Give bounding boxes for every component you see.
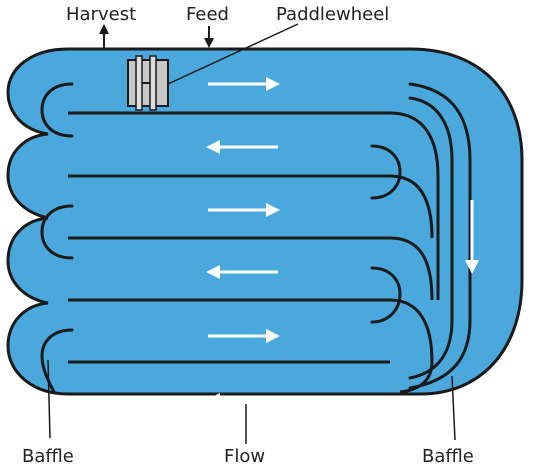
feed-arrow-icon <box>204 26 214 48</box>
right-inner-baffles <box>370 144 402 324</box>
baffle <box>370 144 402 200</box>
baffle-right-leader <box>451 375 456 441</box>
channel-dividers <box>68 111 440 394</box>
paddlewheel-leader <box>167 23 299 85</box>
flow-arrow-icon <box>208 77 280 91</box>
raceway-pond <box>6 47 524 396</box>
feed-label: Feed <box>186 4 229 25</box>
paddlewheel-icon <box>127 55 169 111</box>
flow-arrow-icon <box>208 203 280 217</box>
paddlewheel-label: Paddlewheel <box>276 4 389 25</box>
flow-arrow-icon <box>206 393 278 407</box>
baffle <box>408 82 472 390</box>
flow-label: Flow <box>224 446 265 467</box>
baffle <box>370 266 402 324</box>
baffle <box>40 204 74 260</box>
right-outer-baffles <box>408 82 472 390</box>
flow-arrows <box>206 77 479 407</box>
leader-lines <box>47 23 456 444</box>
flow-arrow-icon <box>465 200 479 274</box>
channel-divider-end <box>389 111 440 300</box>
baffle <box>40 82 74 138</box>
harvest-arrow-icon <box>99 24 109 48</box>
baffle-left-label: Baffle <box>22 446 74 467</box>
left-baffles <box>40 82 74 394</box>
flow-arrow-icon <box>206 140 278 154</box>
harvest-label: Harvest <box>66 4 136 25</box>
channel-divider-end <box>389 236 434 301</box>
baffle-right-label: Baffle <box>422 446 474 467</box>
baffle-left-leader <box>47 359 51 439</box>
baffle <box>40 328 74 394</box>
flow-arrow-icon <box>206 265 278 279</box>
baffle <box>408 96 454 380</box>
flow-arrow-icon <box>208 329 280 343</box>
